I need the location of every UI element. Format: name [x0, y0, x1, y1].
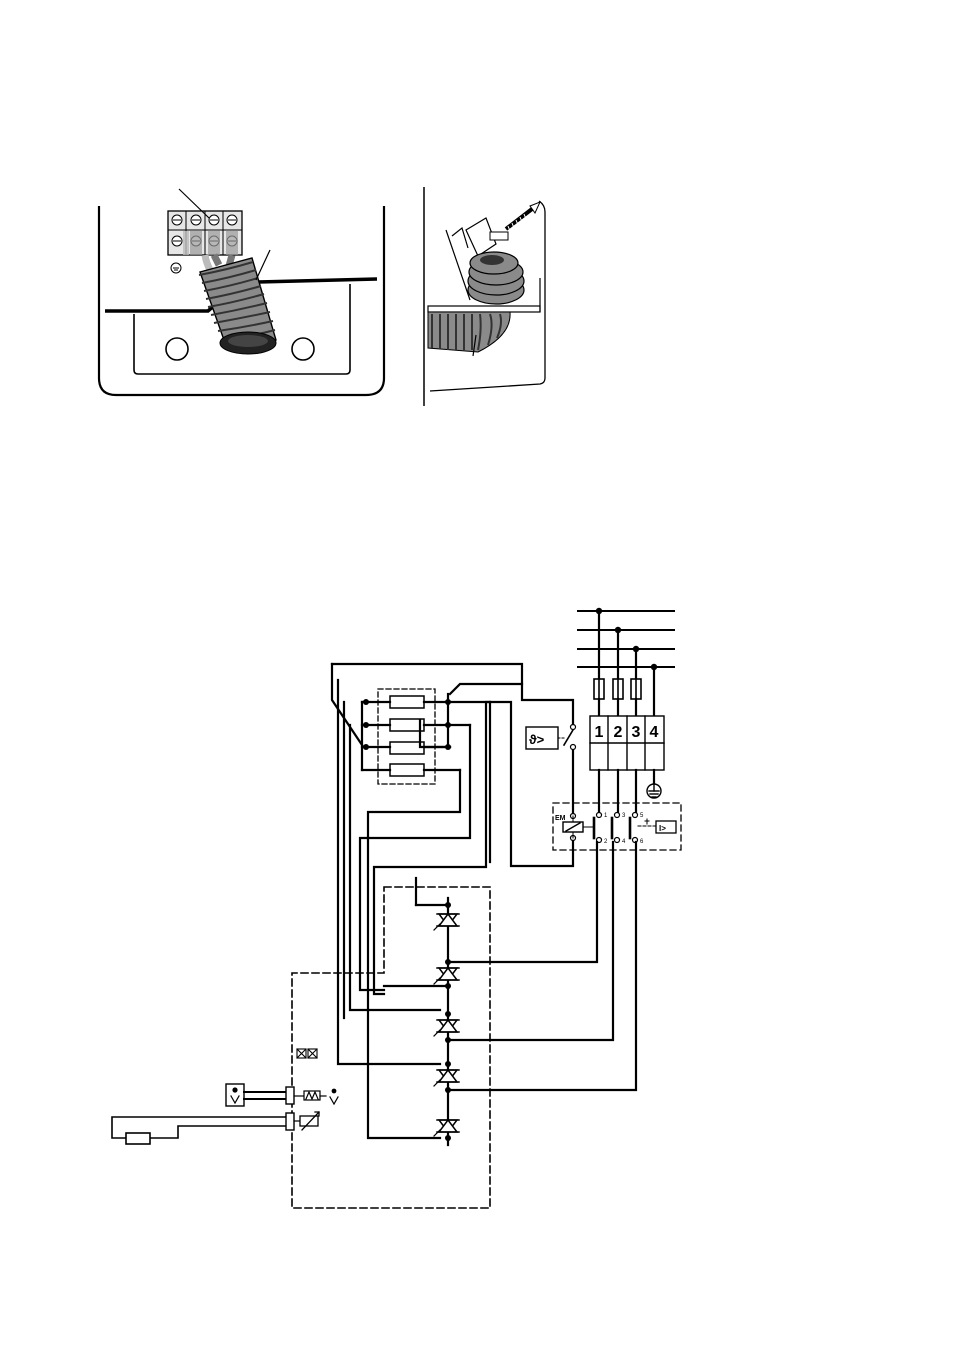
mounting-hole-icon: [292, 338, 314, 360]
indicator-boxes-icon: [297, 1049, 317, 1058]
terminal-number: 4: [650, 724, 659, 741]
contact-number: 2: [604, 839, 608, 845]
relay-label: I>: [659, 824, 666, 833]
wiring-diagram: [112, 608, 681, 1208]
ground-icon: [647, 784, 661, 798]
contactor-coil-icon: [563, 822, 583, 832]
triac-board-outline: [292, 887, 490, 1208]
thermostat-label: ϑ>: [529, 732, 545, 747]
corrugated-hose: [199, 258, 276, 354]
terminal-number: 3: [632, 724, 641, 741]
contact-number: 3: [622, 813, 626, 819]
hose-below-plate: [428, 312, 510, 352]
terminal-number: 2: [614, 724, 623, 741]
contact-number: 1: [604, 813, 608, 819]
terminal-block: [168, 211, 242, 255]
figure-terminal-block-view: [99, 189, 384, 395]
contact-number: 5: [640, 813, 644, 819]
remote-sensor-cable: [112, 1117, 286, 1144]
contact-number: 4: [622, 839, 626, 845]
mounting-hole-icon: [166, 338, 188, 360]
potentiometer-icon: [300, 1112, 319, 1130]
supply-lines: [578, 611, 674, 667]
fuse-icon: [631, 679, 641, 699]
coiled-hose: [468, 252, 524, 304]
terminal-number: 1: [595, 724, 604, 741]
figure-side-view: [424, 187, 545, 406]
sensor-converter-icon: [304, 1091, 320, 1100]
screw-icon: [506, 202, 540, 231]
fuse-icon: [613, 679, 623, 699]
clamp-bracket: [466, 218, 508, 256]
ground-symbol-icon: [171, 263, 181, 273]
fuse-icon: [594, 679, 604, 699]
contactor-label: EM: [555, 815, 566, 822]
contact-number: 6: [640, 839, 644, 845]
